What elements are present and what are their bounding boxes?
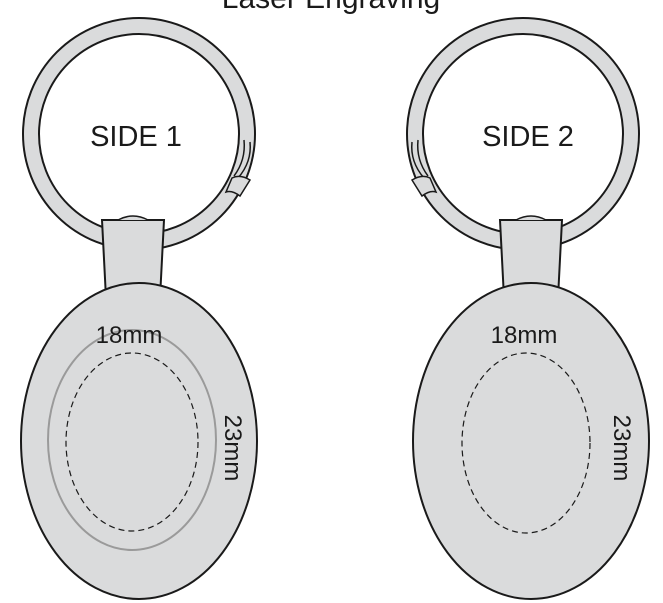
oval-disc	[412, 282, 650, 600]
oval-disc	[20, 282, 258, 600]
engrave-area	[461, 352, 591, 534]
diagram-title: Laser Engraving	[222, 0, 440, 15]
ring-split-detail	[224, 139, 252, 198]
tab-hinge	[515, 215, 547, 221]
keyring-side-2: SIDE 2 18mm 23mm	[406, 17, 650, 600]
tab-hinge	[117, 215, 149, 221]
engrave-border	[47, 329, 217, 551]
height-dimension-label: 23mm	[219, 415, 246, 482]
width-dimension-label: 18mm	[491, 322, 558, 349]
ring-split-detail	[410, 139, 438, 198]
height-dimension-label: 23mm	[608, 415, 635, 482]
side-1-label: SIDE 1	[90, 121, 182, 153]
width-dimension-label: 18mm	[96, 322, 163, 349]
engrave-area	[65, 352, 199, 532]
keyring-side-1: SIDE 1 18mm 23mm	[20, 17, 258, 600]
side-2-label: SIDE 2	[482, 121, 574, 153]
